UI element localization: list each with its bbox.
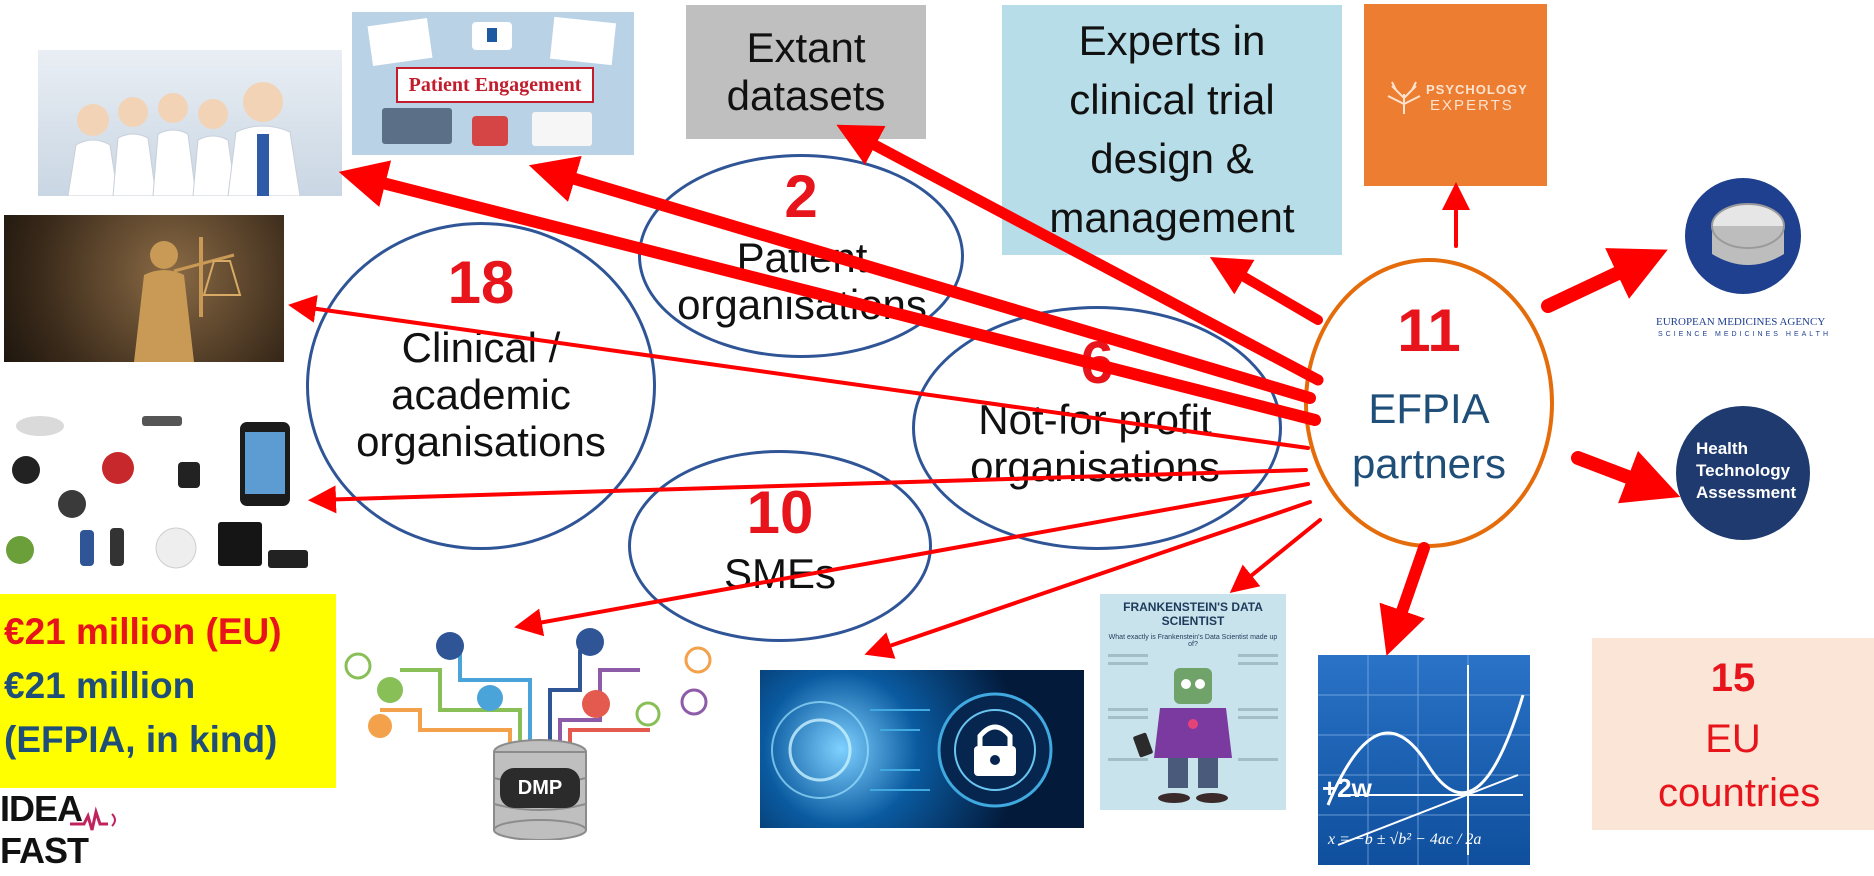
experts-box: Experts in clinical trial design & manag… <box>1002 5 1342 255</box>
tree-icon <box>1387 81 1421 114</box>
justice-photo <box>4 215 284 362</box>
idea-fast-logo: IDEA FAST <box>0 788 130 876</box>
arrow-to-hta <box>1571 450 1681 504</box>
logo-idea: IDEA <box>0 788 83 829</box>
funding-efpia-line1: €21 million <box>4 665 196 706</box>
eu-countries-label: EU countries <box>1658 717 1821 815</box>
funding-box: €21 million (EU) €21 million (EFPIA, in … <box>0 594 336 788</box>
ema-emblem <box>1685 178 1801 294</box>
formula-quadratic: x = −b ± √b² − 4ac / 2a <box>1328 831 1482 848</box>
formula-2w: +2w <box>1322 773 1372 803</box>
devices-photo <box>0 410 314 576</box>
dmp-network-icons <box>344 628 712 841</box>
frankenstein-figure <box>1108 654 1278 803</box>
patient-engagement-image: Patient Engagement <box>352 12 634 155</box>
ema-text-line1: EUROPEAN MEDICINES AGENCY <box>1656 316 1826 328</box>
funding-eu: €21 million (EU) <box>4 611 282 652</box>
justice-statue <box>134 237 242 362</box>
extant-datasets-box: Extant datasets <box>686 5 926 139</box>
security-lock-image <box>760 670 1084 828</box>
clinical-label: Clinical / academic organisations <box>356 324 606 466</box>
experts-text: EXPERTS <box>1430 97 1514 114</box>
nfp-count: 6 <box>1080 329 1114 396</box>
ema-text-line2: SCIENCE MEDICINES HEALTH <box>1658 331 1831 338</box>
efpia-label: EFPIA partners <box>1351 385 1507 487</box>
psychology-text: PSYCHOLOGY <box>1426 82 1528 97</box>
funding-efpia-line2: (EFPIA, in kind) <box>4 719 278 760</box>
eu-countries-box: 15 EU countries <box>1592 638 1874 830</box>
hta-text: Health Technology Assessment <box>1696 439 1797 503</box>
patient-count: 2 <box>784 163 818 230</box>
arrow-to-frankenstein <box>1229 518 1322 594</box>
formula-graph <box>1318 655 1530 865</box>
dmp-diagram: DMP <box>340 620 720 841</box>
clinical-count: 18 <box>447 249 515 316</box>
patient-engagement-banner: Patient Engagement <box>396 67 594 103</box>
psychology-experts-logo: PSYCHOLOGY EXPERTS <box>1364 4 1547 186</box>
dmp-label: DMP <box>517 776 563 799</box>
nfp-label: Not-for profit organisations <box>970 396 1220 491</box>
logo-fast: FAST <box>0 830 89 871</box>
doctors-photo <box>38 50 342 196</box>
padlock-illustration <box>771 692 1053 808</box>
sme-label: SMEs <box>723 550 836 597</box>
efpia-count: 11 <box>1397 297 1461 364</box>
arrow-to-ema <box>1541 248 1668 313</box>
frankenstein-title: FRANKENSTEIN'S DATA SCIENTIST <box>1123 600 1263 629</box>
frankenstein-infographic: FRANKENSTEIN'S DATA SCIENTIST What exact… <box>1100 594 1286 810</box>
doctors-illustration <box>67 82 301 196</box>
sme-count: 10 <box>746 479 814 546</box>
frankenstein-subtitle: What exactly is Frankenstein's Data Scie… <box>1108 634 1278 648</box>
ema-logo: EUROPEAN MEDICINES AGENCY SCIENCE MEDICI… <box>1638 168 1874 348</box>
hta-badge: Health Technology Assessment <box>1676 406 1810 540</box>
arrow-to-math <box>1379 542 1430 656</box>
math-formula-image: +2w x = −b ± √b² − 4ac / 2a <box>1318 655 1530 865</box>
heartbeat-icon <box>70 806 116 831</box>
devices-illustration <box>6 416 308 569</box>
eu-countries-number: 15 <box>1710 656 1756 700</box>
patient-label: Patient organisations <box>677 234 927 329</box>
